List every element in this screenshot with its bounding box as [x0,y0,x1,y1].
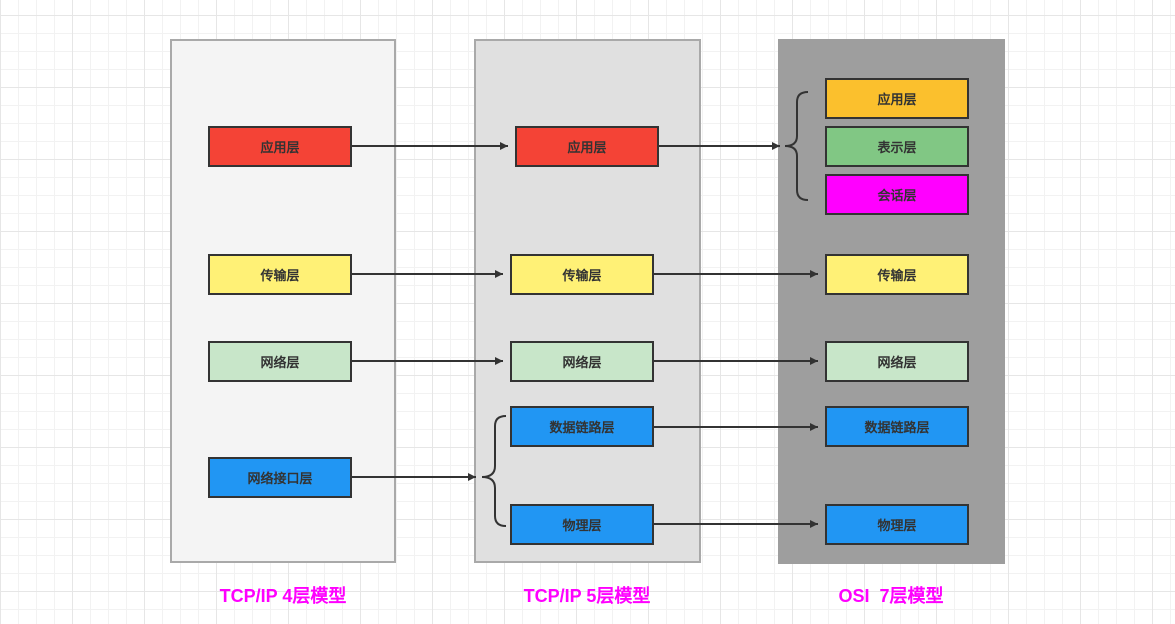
tcp4-network-interface-layer[interactable]: 网络接口层 [208,457,352,498]
osi-session-layer[interactable]: 会话层 [825,174,969,215]
tcp4-transport-layer[interactable]: 传输层 [208,254,352,295]
tcp5-data-link-layer[interactable]: 数据链路层 [510,406,654,447]
osi-network-layer[interactable]: 网络层 [825,341,969,382]
osi-physical-layer[interactable]: 物理层 [825,504,969,545]
tcp5-transport-layer[interactable]: 传输层 [510,254,654,295]
tcp5-network-layer[interactable]: 网络层 [510,341,654,382]
osi-presentation-layer[interactable]: 表示层 [825,126,969,167]
osi-data-link-layer[interactable]: 数据链路层 [825,406,969,447]
brace-tcp5-link-physical [481,415,507,527]
tcpip-4-layer-model-title: TCP/IP 4层模型 [219,586,347,606]
osi-7-layer-model-title: OSI 7层模型 [838,586,944,606]
tcpip-5-layer-model-title: TCP/IP 5层模型 [523,586,651,606]
tcp4-application-layer[interactable]: 应用层 [208,126,352,167]
tcp5-application-layer[interactable]: 应用层 [515,126,659,167]
brace-osi-upper-layers [784,91,809,201]
osi-application-layer[interactable]: 应用层 [825,78,969,119]
tcp5-physical-layer[interactable]: 物理层 [510,504,654,545]
tcp4-network-layer[interactable]: 网络层 [208,341,352,382]
osi-transport-layer[interactable]: 传输层 [825,254,969,295]
